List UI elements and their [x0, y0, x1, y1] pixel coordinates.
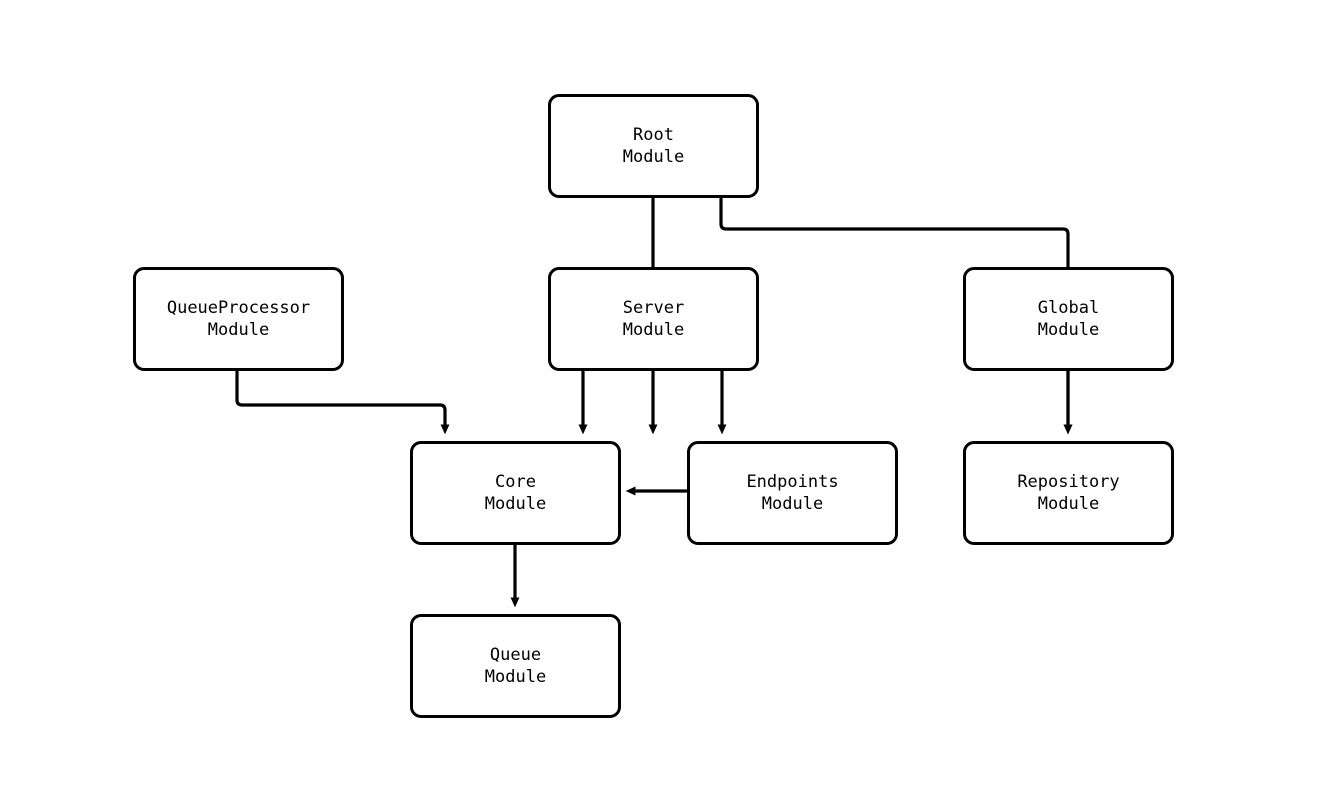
server-module-label-line1: Server: [622, 298, 685, 318]
repository-module-node[interactable]: Repository Module: [963, 441, 1174, 545]
core-module-label-line1: Core: [495, 472, 536, 492]
queue-module-node[interactable]: Queue Module: [410, 614, 621, 718]
repository-module-label-line2: Module: [1037, 494, 1100, 514]
core-module-label-line2: Module: [484, 494, 547, 514]
endpoints-module-label-line2: Module: [761, 494, 824, 514]
root-module-label-line1: Root: [633, 125, 674, 145]
server-module-node[interactable]: Server Module: [548, 267, 759, 371]
queueprocessor-module-label-line2: Module: [207, 320, 270, 340]
global-module-label-line2: Module: [1037, 320, 1100, 340]
root-module-label-line2: Module: [622, 147, 685, 167]
endpoints-module-node[interactable]: Endpoints Module: [687, 441, 898, 545]
root-module-node[interactable]: Root Module: [548, 94, 759, 198]
queueprocessor-module-label-line1: QueueProcessor: [166, 298, 311, 318]
core-module-node[interactable]: Core Module: [410, 441, 621, 545]
global-module-label-line1: Global: [1037, 298, 1100, 318]
server-module-label-line2: Module: [622, 320, 685, 340]
edge-queueprocessor-to-core: [235, 371, 450, 435]
queue-module-label-line2: Module: [484, 667, 547, 687]
endpoints-module-label-line1: Endpoints: [746, 472, 839, 492]
queue-module-label-line1: Queue: [489, 645, 542, 665]
global-module-node[interactable]: Global Module: [963, 267, 1174, 371]
queueprocessor-module-node[interactable]: QueueProcessor Module: [133, 267, 344, 371]
repository-module-label-line1: Repository: [1017, 472, 1120, 492]
